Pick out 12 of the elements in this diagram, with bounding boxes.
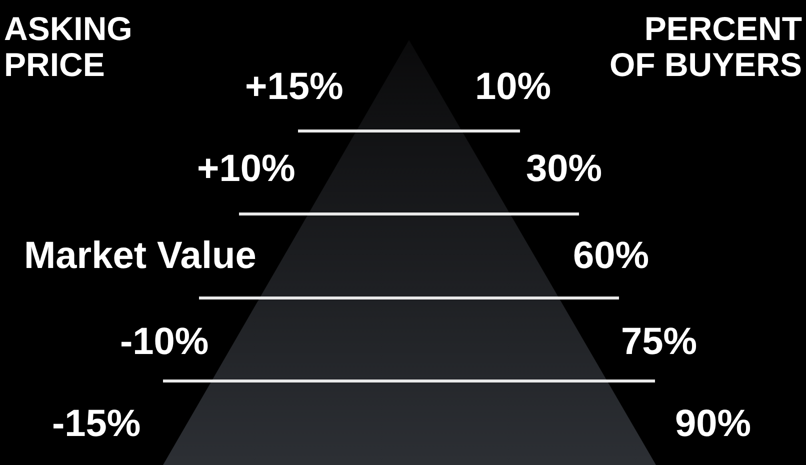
price-level-label: +15% (245, 65, 344, 109)
buyer-percent-label: 90% (675, 402, 752, 446)
price-level-label: Market Value (24, 234, 256, 278)
buyer-percent-label: 75% (621, 320, 698, 364)
column-heading: PERCENT OF BUYERS (608, 11, 802, 83)
price-level-label: +10% (197, 147, 296, 191)
price-level-label: -15% (52, 402, 141, 446)
price-level-label: -10% (120, 320, 209, 364)
buyer-percent-label: 30% (526, 147, 602, 191)
buyer-percent-label: 10% (475, 65, 552, 109)
buyer-percent-label: 60% (573, 234, 650, 278)
column-heading: ASKING PRICE (4, 11, 134, 83)
